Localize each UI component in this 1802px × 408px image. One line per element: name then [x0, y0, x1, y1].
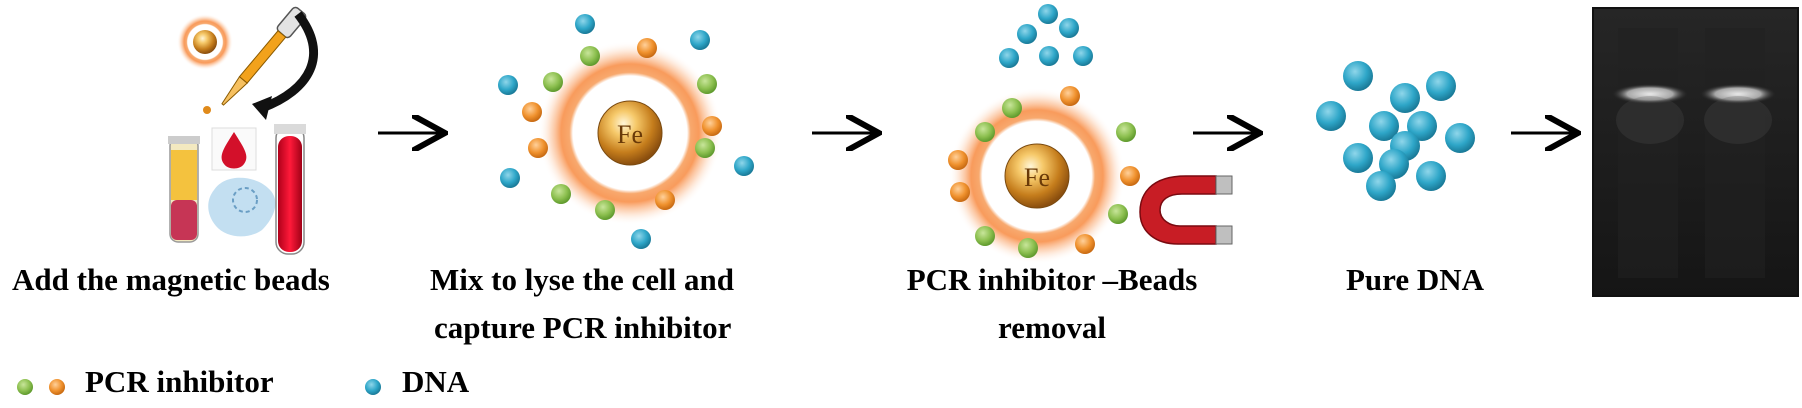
step2-label-line2: capture PCR inhibitor [434, 310, 732, 345]
inhibitor-particle-orange [950, 182, 970, 202]
inhibitor-particle-orange [528, 138, 548, 158]
inhibitor-particle-orange [1060, 86, 1080, 106]
dna-particle [734, 156, 754, 176]
gel-band-2 [1700, 84, 1776, 104]
dna-particle [1039, 46, 1059, 66]
dna-particle [498, 75, 518, 95]
step3-illustration: Fe [948, 4, 1233, 264]
inhibitor-particle-orange [1120, 166, 1140, 186]
gel-lane-1 [1618, 28, 1678, 278]
dna-particle [631, 229, 651, 249]
step4-label-line1: Pure DNA [1345, 262, 1485, 297]
step1-illustration [168, 6, 319, 255]
inhibitor-particle-orange [655, 190, 675, 210]
inhibitor-particle-green [1002, 98, 1022, 118]
inhibitor-particle-green [580, 46, 600, 66]
inhibitor-particle-green [975, 226, 995, 246]
dna-particle [1059, 18, 1079, 38]
inhibitor-particle-green [1116, 122, 1136, 142]
dna-particle [1416, 161, 1446, 191]
inhibitor-particle-orange [948, 150, 968, 170]
step2-particles [498, 14, 754, 249]
step2-label-line1: Mix to lyse the cell and [430, 262, 734, 297]
step4-label: Pure DNA [1290, 256, 1540, 304]
bead-label: Fe [1024, 163, 1050, 192]
step1-label: Add the magnetic beads [12, 256, 412, 304]
small-bead [193, 30, 217, 54]
dna-particle [1407, 111, 1437, 141]
inhibitor-particle-orange [637, 38, 657, 58]
step1-label-line1: Add the magnetic beads [12, 262, 330, 297]
legend-inhibitor-green-dot [17, 379, 33, 395]
magnetic-bead [1004, 143, 1070, 209]
inhibitor-particle-green [975, 122, 995, 142]
dna-particle [1343, 143, 1373, 173]
dna-particle [1316, 101, 1346, 131]
magnetic-bead [597, 100, 663, 166]
cell-icon [208, 177, 276, 237]
dna-particle [999, 48, 1019, 68]
dna-particle [1038, 4, 1058, 24]
dna-particle [1073, 46, 1093, 66]
inhibitor-particle-green [1108, 204, 1128, 224]
legend-dna-label: DNA [402, 364, 470, 399]
step3-label-line1: PCR inhibitor –Beads [906, 262, 1198, 297]
dna-particle [1445, 123, 1475, 153]
inhibitor-particle-green [695, 138, 715, 158]
inhibitor-particle-orange [702, 116, 722, 136]
dna-particle [1426, 71, 1456, 101]
dna-particle [1390, 83, 1420, 113]
droplet [203, 106, 211, 114]
step2-illustration: Fe [498, 14, 754, 249]
gel-image [1592, 7, 1799, 297]
dna-particle [1369, 111, 1399, 141]
magnet-icon [1139, 175, 1233, 245]
curved-arrow-icon [260, 11, 319, 113]
legend-dna-dot [365, 379, 381, 395]
dna-particle [690, 30, 710, 50]
pure-dna-cluster [1316, 61, 1475, 201]
step3-label: PCR inhibitor –Beads removal [862, 256, 1242, 352]
inhibitor-particle-green [543, 72, 563, 92]
bead-label: Fe [617, 120, 643, 149]
dna-particle [1017, 24, 1037, 44]
inhibitor-particle-orange [522, 102, 542, 122]
curved-arrow-head [252, 96, 272, 120]
dna-particle [575, 14, 595, 34]
step3-particles [948, 4, 1140, 258]
gel-lane-2 [1705, 28, 1765, 278]
blood-drop-icon [211, 127, 257, 171]
inhibitor-particle-green [595, 200, 615, 220]
gel-band-1 [1612, 84, 1688, 104]
inhibitor-particle-green [697, 74, 717, 94]
inhibitor-particle-green [551, 184, 571, 204]
dna-particle [500, 168, 520, 188]
legend-inhibitor-orange-dot [49, 379, 65, 395]
blood-tube-icon [274, 124, 306, 255]
inhibitor-particle-orange [1075, 234, 1095, 254]
dna-particle [1366, 171, 1396, 201]
dna-particle [1343, 61, 1373, 91]
step2-label: Mix to lyse the cell and capture PCR inh… [430, 256, 830, 352]
legend-inhibitor-label: PCR inhibitor [85, 364, 274, 399]
sample-tube-icon [168, 136, 200, 243]
dna-particle [1379, 149, 1409, 179]
inhibitor-particle-green [1018, 238, 1038, 258]
step3-label-line2: removal [998, 310, 1106, 345]
legend-markers [17, 379, 381, 395]
